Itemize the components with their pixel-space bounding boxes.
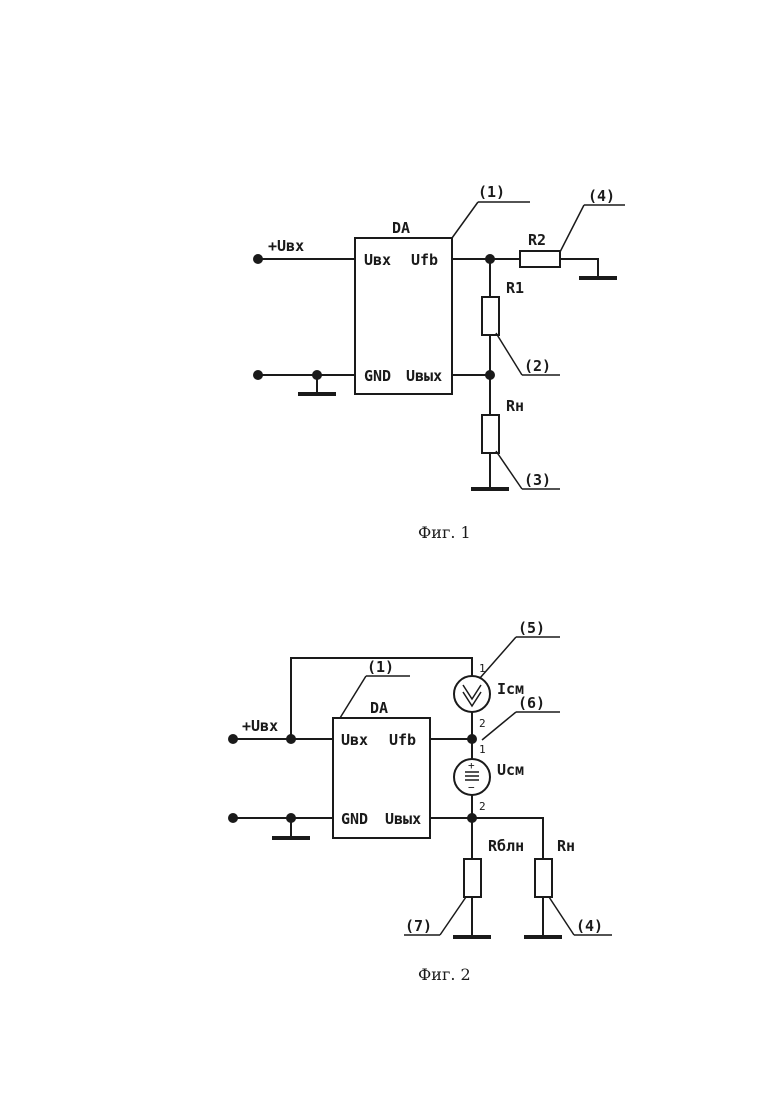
callout-4: (4) — [576, 917, 603, 935]
resistor-rload — [482, 415, 499, 453]
rload-label: Rн — [506, 397, 524, 415]
pin-out-label: Uвых — [406, 367, 442, 385]
pin-gnd-label: GND — [341, 810, 368, 828]
resistor-r2 — [520, 251, 560, 267]
chip-label: DA — [370, 699, 388, 717]
pin-fb-label: Ufb — [411, 251, 438, 269]
callout-5-leader — [480, 637, 516, 678]
callout-6-leader — [482, 712, 516, 740]
input-label: +Uвх — [268, 237, 304, 255]
r2-label: R2 — [528, 231, 546, 249]
figure-2-caption: Фиг. 2 — [418, 965, 471, 984]
callout-4-leader — [549, 897, 574, 935]
voltage-source-label: Uсм — [497, 761, 524, 779]
rblock-label: Rблн — [488, 837, 524, 855]
callout-7: (7) — [405, 917, 432, 935]
pin-in-label: Uвх — [364, 251, 391, 269]
resistor-rload — [535, 859, 552, 897]
callout-3-leader — [496, 451, 522, 489]
callout-1: (1) — [478, 183, 505, 201]
callout-4-leader — [560, 205, 584, 252]
chip-label: DA — [392, 219, 410, 237]
callout-2-leader — [496, 333, 522, 375]
callout-7-leader — [440, 897, 466, 935]
resistor-r1 — [482, 297, 499, 335]
callout-2: (2) — [524, 357, 551, 375]
pin-fb-label: Ufb — [389, 731, 416, 749]
plus-sign-icon: + — [468, 759, 475, 772]
callout-4: (4) — [588, 187, 615, 205]
callout-5: (5) — [518, 619, 545, 637]
callout-3: (3) — [524, 471, 551, 489]
figure-2: +Uвх DA Uвх Ufb GND Uвых (1) 1 2 Iсм (5) — [228, 619, 612, 984]
rload-label: Rн — [557, 837, 575, 855]
callout-1-leader — [340, 676, 366, 718]
callout-1: (1) — [367, 658, 394, 676]
input-label: +Uвх — [242, 717, 278, 735]
pin-gnd-label: GND — [364, 367, 391, 385]
ucm-pin-2: 2 — [479, 800, 486, 813]
out-junction — [485, 370, 495, 380]
resistor-rblock — [464, 859, 481, 897]
figure-1: +Uвх DA Uвх Ufb GND Uвых (1) R2 (4) — [253, 183, 625, 542]
icm-pin-2: 2 — [479, 717, 486, 730]
minus-sign-icon: − — [468, 781, 475, 794]
callout-1-leader — [452, 202, 478, 238]
callout-6: (6) — [518, 694, 545, 712]
ucm-pin-1: 1 — [479, 743, 486, 756]
pin-out-label: Uвых — [385, 810, 421, 828]
r1-label: R1 — [506, 279, 524, 297]
figure-1-caption: Фиг. 1 — [418, 523, 471, 542]
fb-junction — [467, 734, 477, 744]
pin-in-label: Uвх — [341, 731, 368, 749]
